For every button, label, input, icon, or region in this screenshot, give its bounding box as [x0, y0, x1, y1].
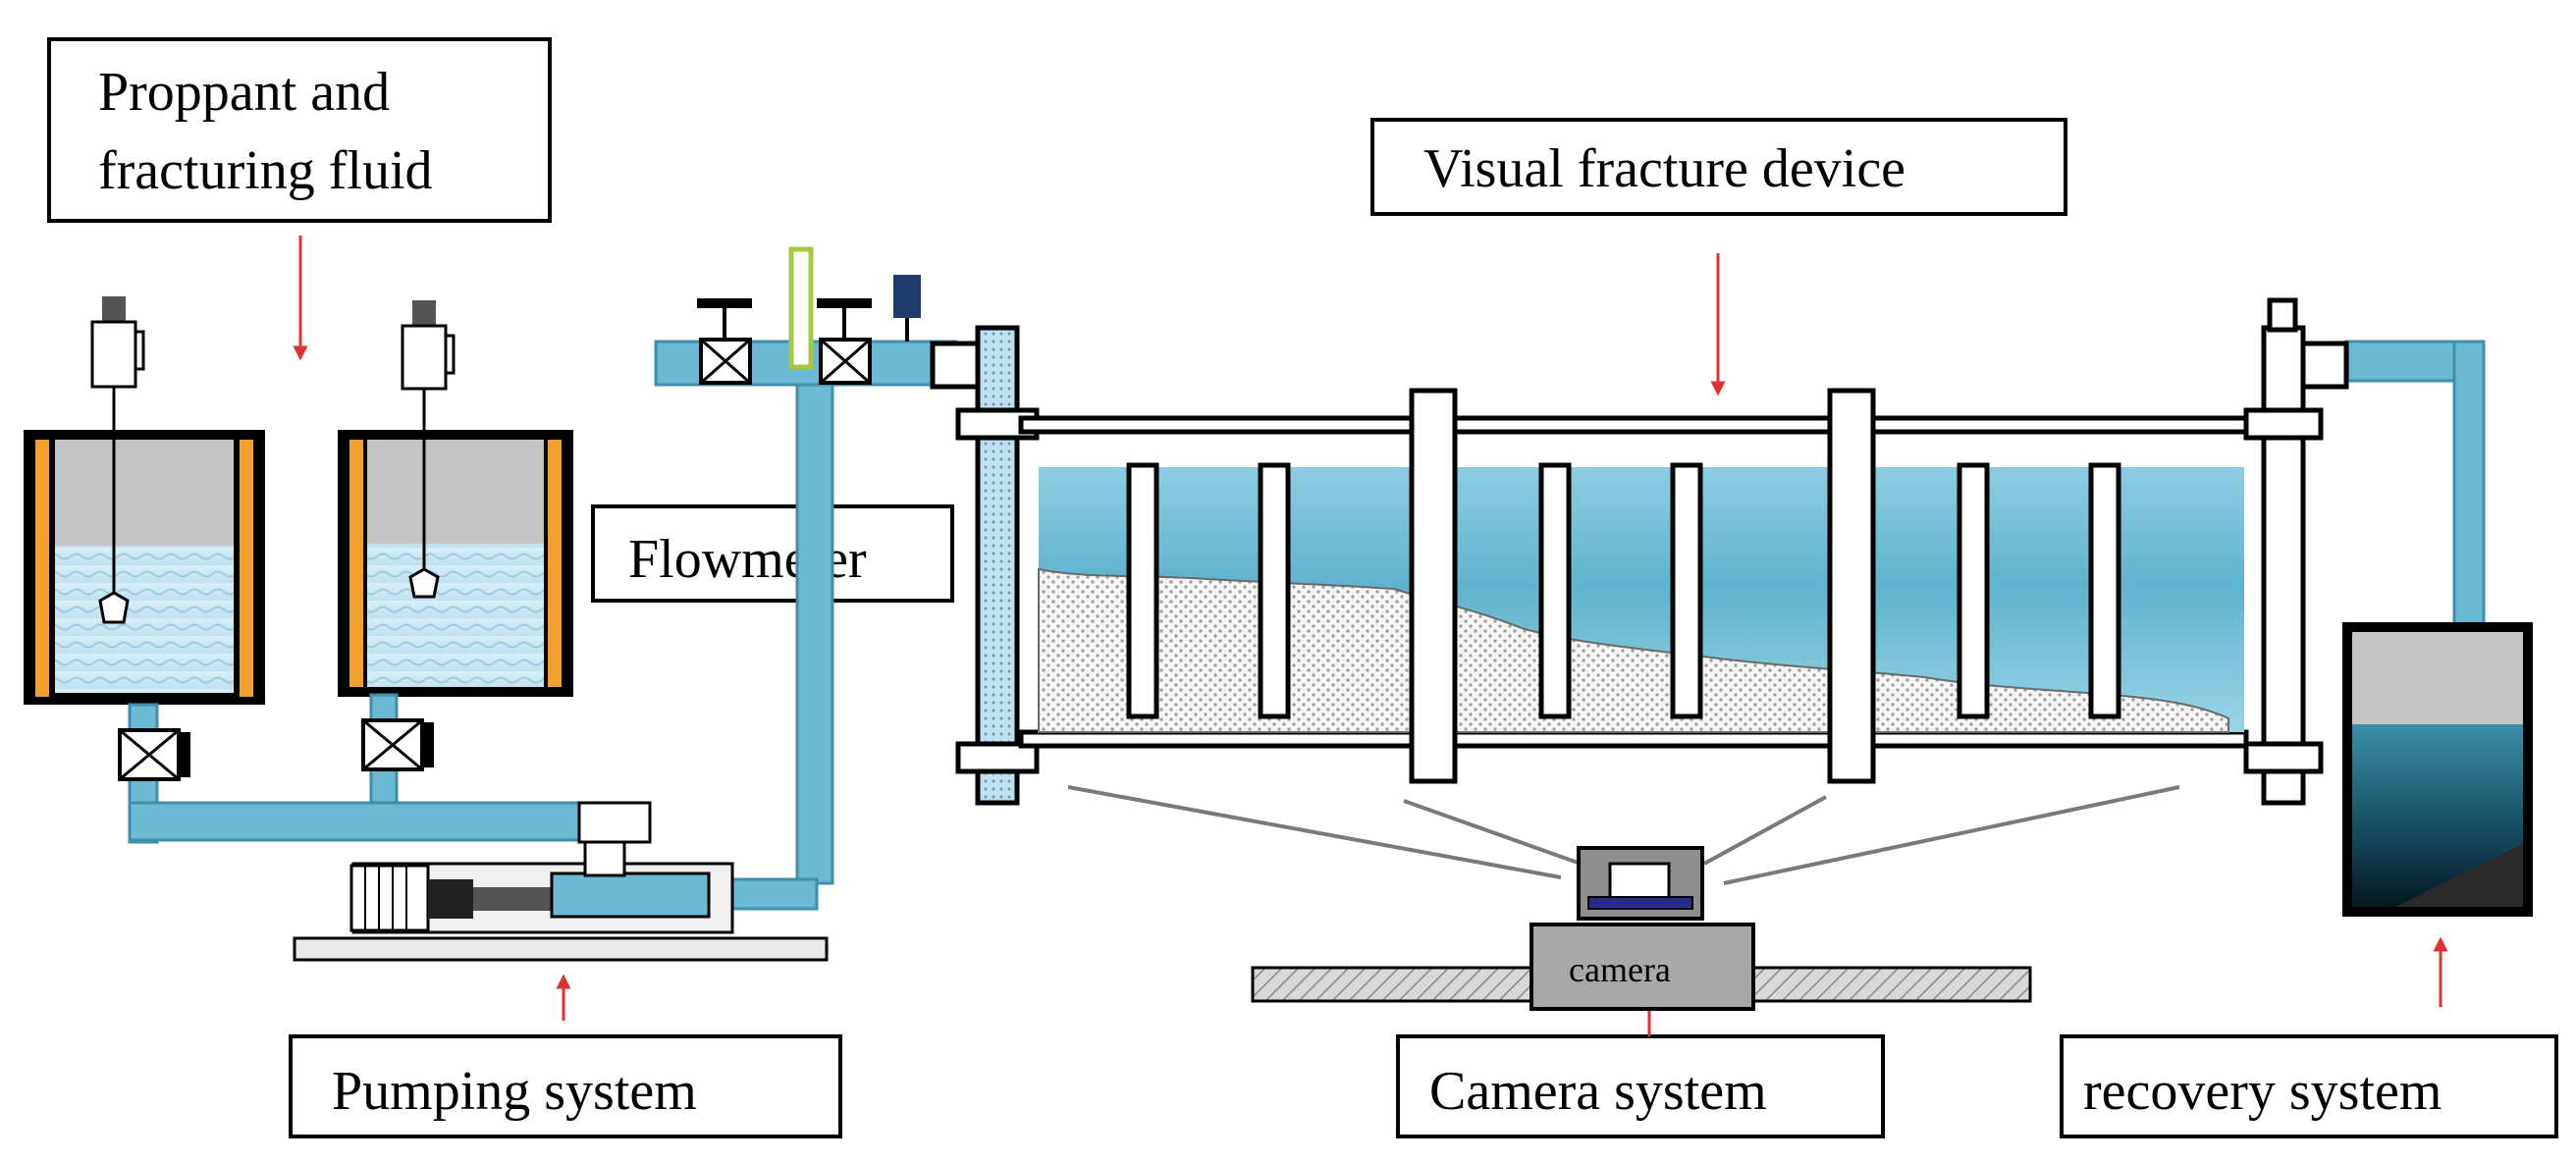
proppant-label-line1: Proppant and — [98, 62, 390, 123]
camera-system-label-box: Camera system — [1396, 1034, 1885, 1138]
valve-icon — [361, 718, 434, 771]
valve-icon — [118, 728, 190, 781]
camera-body-label: camera — [1569, 950, 1671, 989]
flowmeter-tube — [788, 246, 814, 370]
mixer-motor-icon — [90, 296, 145, 624]
recovery-label-box: recovery system — [2060, 1034, 2558, 1138]
pump-motor-icon — [349, 864, 552, 932]
mixing-tank-right — [338, 300, 573, 697]
valve-icon — [697, 298, 752, 385]
visual-fracture-device — [930, 297, 2349, 806]
visual-fracture-label-box: Visual fracture device — [1370, 118, 2067, 216]
mixer-motor-icon — [401, 300, 456, 599]
proppant-label-box: Proppant and fracturing fluid — [47, 37, 552, 223]
pressure-sensor — [893, 275, 921, 342]
recovery-tank — [2342, 622, 2533, 917]
recovery-label: recovery system — [2083, 1061, 2442, 1122]
pump-assembly — [293, 801, 829, 962]
pumping-label: Pumping system — [332, 1061, 697, 1122]
camera-system-label: Camera system — [1429, 1061, 1767, 1122]
pointer-arrows — [293, 236, 2448, 1036]
pumping-label-box: Pumping system — [289, 1034, 842, 1138]
camera-view-lines — [1067, 785, 2180, 885]
proppant-label-line2: fracturing fluid — [98, 140, 433, 201]
visual-fracture-label: Visual fracture device — [1423, 138, 1905, 199]
flowmeter-label-box: Flowmeter — [591, 504, 954, 603]
camera-icon: camera — [1530, 846, 1755, 1011]
mixing-tank-left — [24, 296, 265, 705]
valve-icon — [817, 298, 872, 385]
